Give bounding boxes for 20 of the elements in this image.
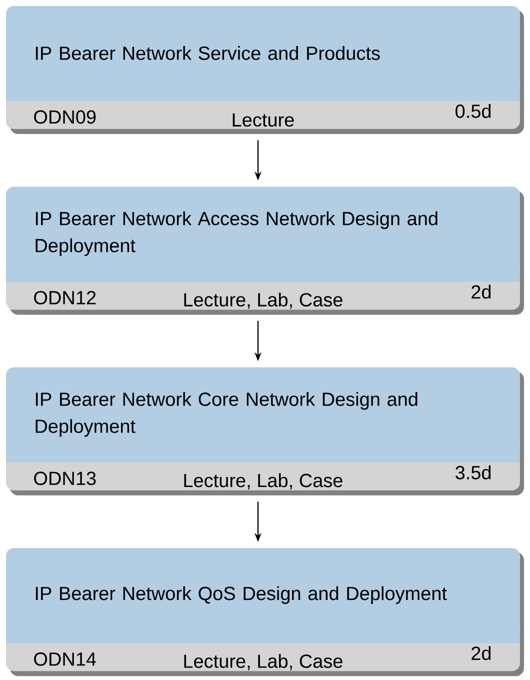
course-duration: 3.5d [456,465,491,480]
course-title: IP Bearer Network Core Network Design and Deployment [36,392,418,437]
course-format: Lecture [232,113,294,127]
course-duration: 0.5d [456,104,491,118]
course-card [6,186,524,315]
course-title: IP Bearer Network Service and Products [36,46,380,60]
course-card [6,367,524,496]
course-title: IP Bearer Network Access Network Design and Deployment [36,211,438,256]
course-format: Lecture, Lab, Case [184,292,342,309]
course-card [6,548,524,676]
course-duration: 2d [472,284,491,299]
course-code: ODN09 [34,110,96,124]
course-format: Lecture, Lab, Case [184,654,342,670]
course-format: Lecture, Lab, Case [184,473,342,490]
course-code: ODN13 [34,472,96,486]
course-code: ODN12 [34,290,96,304]
course-card [6,6,524,134]
course-code: ODN14 [34,652,96,666]
course-title: IP Bearer Network QoS Design and Deployment [36,586,447,604]
course-duration: 2d [472,646,491,660]
